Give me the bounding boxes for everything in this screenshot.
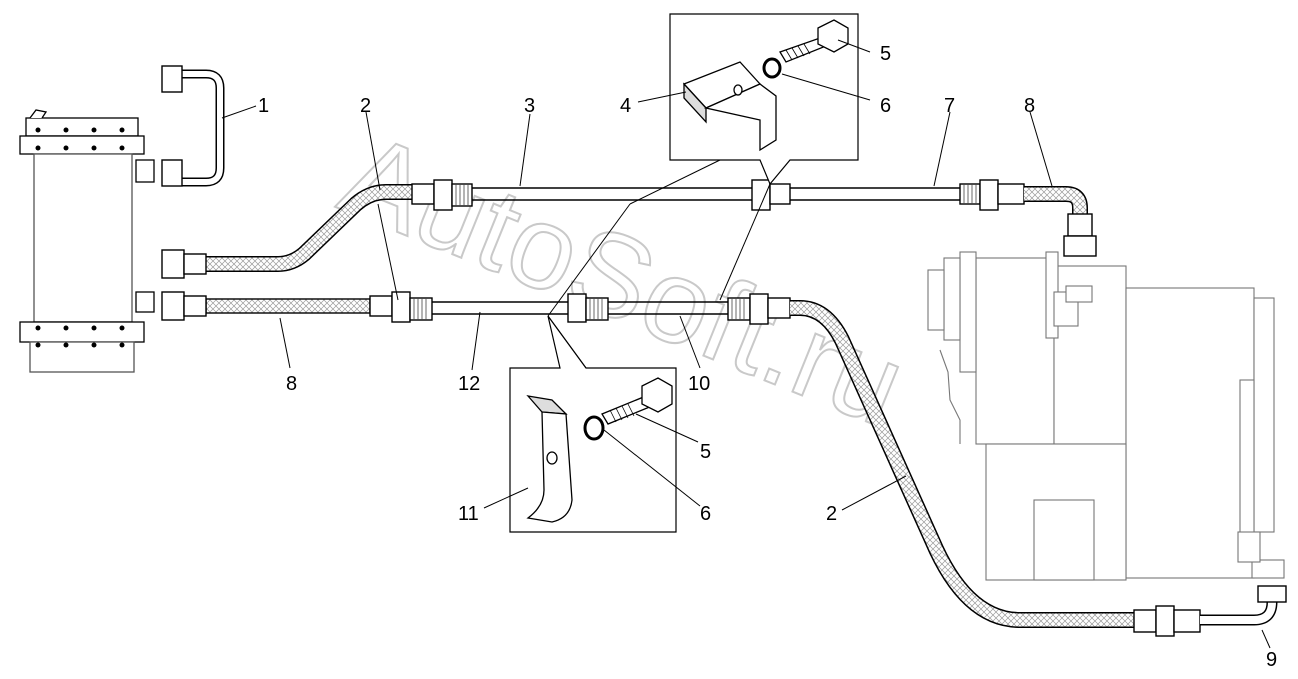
callout-5-lower: 5 [700,441,711,463]
washer-part-6-lower [583,415,605,441]
callout-6-upper: 6 [880,95,891,117]
upper-rigid-pipe [411,179,1025,211]
lower-rigid-pipe [409,293,791,325]
callout-4: 4 [620,95,631,117]
callout-11: 11 [458,503,479,525]
callout-1: 1 [258,95,269,117]
bracket-part-4 [682,61,777,152]
callout-8-upper: 8 [1024,95,1035,117]
upper-left-hose [161,184,412,279]
bolt-part-5-lower [601,377,673,425]
callouts: 1 2 3 4 5 6 7 8 8 12 10 5 6 11 2 9 [258,43,1277,671]
callout-9: 9 [1266,649,1277,671]
callout-12: 12 [458,373,480,395]
callout-6-lower: 6 [700,503,711,525]
bracket-part-11 [526,395,573,523]
bolt-part-5-upper [779,19,849,63]
u-pipe-part-1 [161,65,225,187]
callout-10: 10 [688,373,710,395]
transmission-housing [927,251,1285,581]
upper-right-hose-part-8 [1024,186,1097,257]
leader-lines [221,39,1271,649]
callout-5-upper: 5 [880,43,891,65]
bent-pipe-part-9 [1173,585,1287,633]
lower-detail-box [509,203,677,533]
callout-2-lower: 2 [826,503,837,525]
long-right-hose-part-2 [790,300,1175,637]
callout-3: 3 [524,95,535,117]
washer-part-6-upper [762,57,782,79]
callout-8-lower: 8 [286,373,297,395]
lower-left-hose-part-8 [161,291,411,323]
upper-detail-box [629,13,859,301]
callout-2-upper: 2 [360,95,371,117]
filter-housing [19,109,155,373]
callout-7: 7 [944,95,955,117]
